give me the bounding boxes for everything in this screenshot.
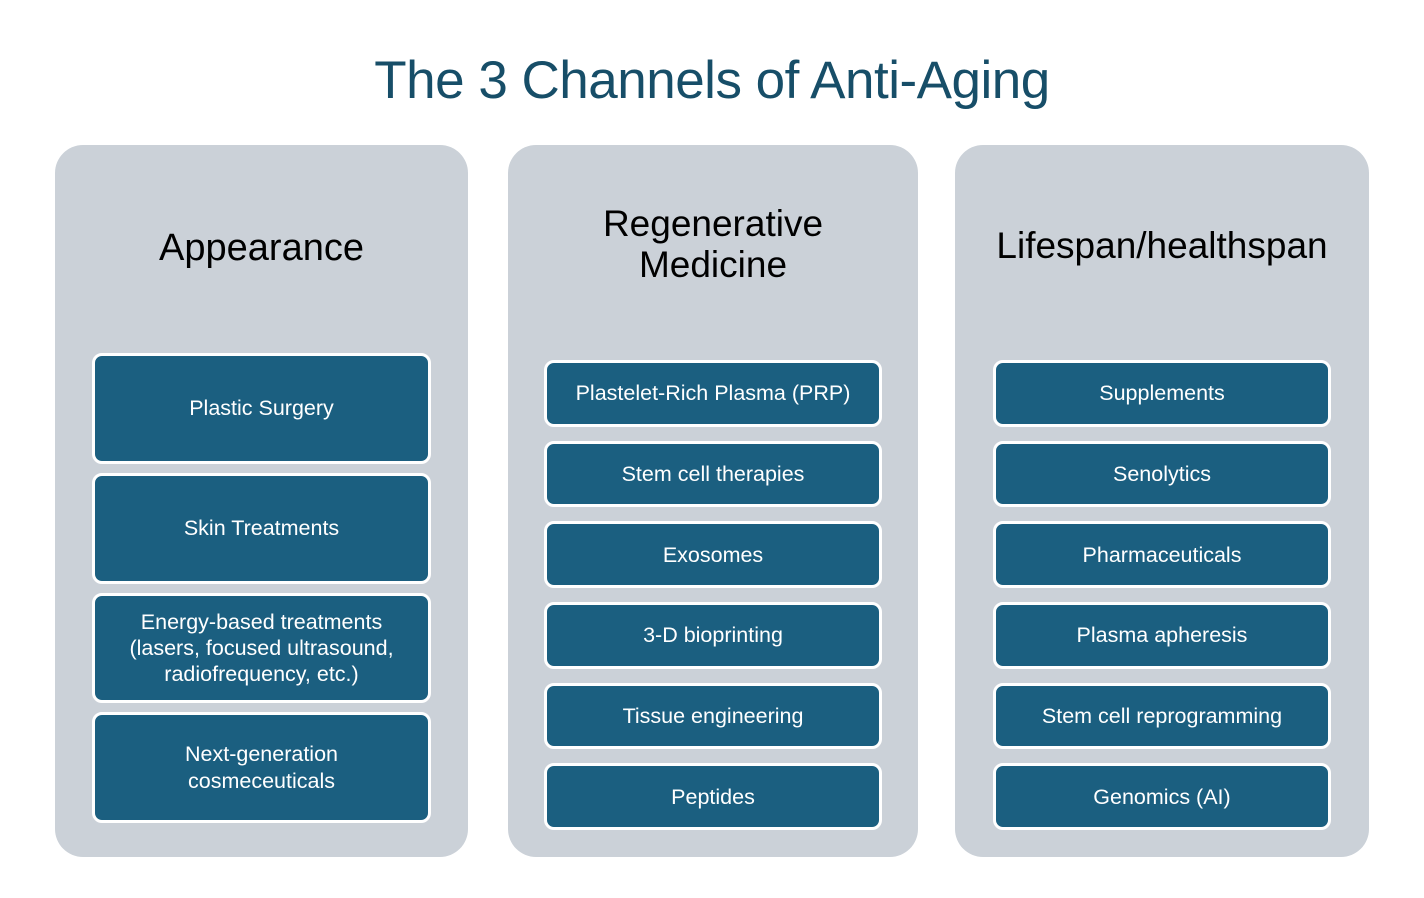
item-label: Plastelet-Rich Plasma (PRP) <box>575 381 851 406</box>
item-label: Next-generation cosmeceuticals <box>185 741 338 793</box>
page-title: The 3 Channels of Anti-Aging <box>374 51 1050 110</box>
item-label: Skin Treatments <box>184 515 339 541</box>
item-line: cosmeceuticals <box>188 768 335 793</box>
column-header-lifespan-healthspan: Lifespan/healthspan <box>996 225 1328 266</box>
header-line: Medicine <box>638 244 788 286</box>
item-box[interactable]: Skin Treatments <box>92 472 431 584</box>
column-header-regenerative-medicine: Regenerative Medicine <box>508 203 918 286</box>
item-box[interactable]: Senolytics <box>993 440 1331 508</box>
item-label: Genomics (AI) <box>1093 784 1231 809</box>
header-line: Regenerative <box>602 203 824 244</box>
item-label: Exosomes <box>662 542 764 567</box>
item-line: Next-generation <box>185 742 338 767</box>
item-box[interactable]: Plasma apheresis <box>993 602 1331 669</box>
item-box[interactable]: Exosomes <box>544 521 882 589</box>
item-box[interactable]: Pharmaceuticals <box>993 521 1331 589</box>
column-header-appearance: Appearance <box>159 227 364 269</box>
item-label: Energy-based treatments (lasers, focused… <box>129 609 393 688</box>
item-label: Stem cell reprogramming <box>1041 703 1283 728</box>
item-box[interactable]: Stem cell therapies <box>544 440 882 508</box>
item-label: 3-D bioprinting <box>643 623 783 648</box>
item-list-appearance: Plastic Surgery Skin Treatments Energy-b… <box>55 353 468 823</box>
item-box[interactable]: Peptides <box>544 763 882 831</box>
item-label: Peptides <box>671 784 755 809</box>
item-label: Stem cell therapies <box>621 461 805 486</box>
item-box[interactable]: 3-D bioprinting <box>544 602 882 669</box>
item-box[interactable]: Genomics (AI) <box>993 763 1331 831</box>
item-label: Pharmaceuticals <box>1082 542 1242 567</box>
item-line: Skin Treatments <box>183 516 340 541</box>
item-box[interactable]: Next-generation cosmeceuticals <box>92 712 431 823</box>
item-box[interactable]: Tissue engineering <box>544 682 882 750</box>
item-line: Plastic Surgery <box>189 396 334 421</box>
column-lifespan-healthspan: Lifespan/healthspan Supplements Senolyti… <box>955 145 1369 857</box>
item-box[interactable]: Plastelet-Rich Plasma (PRP) <box>544 360 882 427</box>
item-box[interactable]: Supplements <box>993 360 1331 427</box>
item-box[interactable]: Plastic Surgery <box>92 353 431 464</box>
item-box[interactable]: Stem cell reprogramming <box>993 682 1331 750</box>
item-line: radiofrequency, etc.) <box>164 661 359 686</box>
item-list-lifespan-healthspan: Supplements Senolytics Pharmaceuticals P… <box>955 360 1369 831</box>
column-appearance: Appearance Plastic Surgery Skin Treatmen… <box>55 145 468 857</box>
item-list-regenerative-medicine: Plastelet-Rich Plasma (PRP) Stem cell th… <box>508 360 918 831</box>
item-label: Supplements <box>1099 381 1225 406</box>
item-line: Energy-based treatments <box>140 609 383 634</box>
item-label: Senolytics <box>1113 461 1211 486</box>
item-box[interactable]: Energy-based treatments (lasers, focused… <box>92 592 431 704</box>
column-regenerative-medicine: Regenerative Medicine Plastelet-Rich Pla… <box>508 145 918 857</box>
item-label: Plasma apheresis <box>1076 623 1248 648</box>
item-line: (lasers, focused ultrasound, <box>129 635 394 660</box>
item-label: Tissue engineering <box>622 703 804 728</box>
item-label: Plastic Surgery <box>189 395 334 421</box>
